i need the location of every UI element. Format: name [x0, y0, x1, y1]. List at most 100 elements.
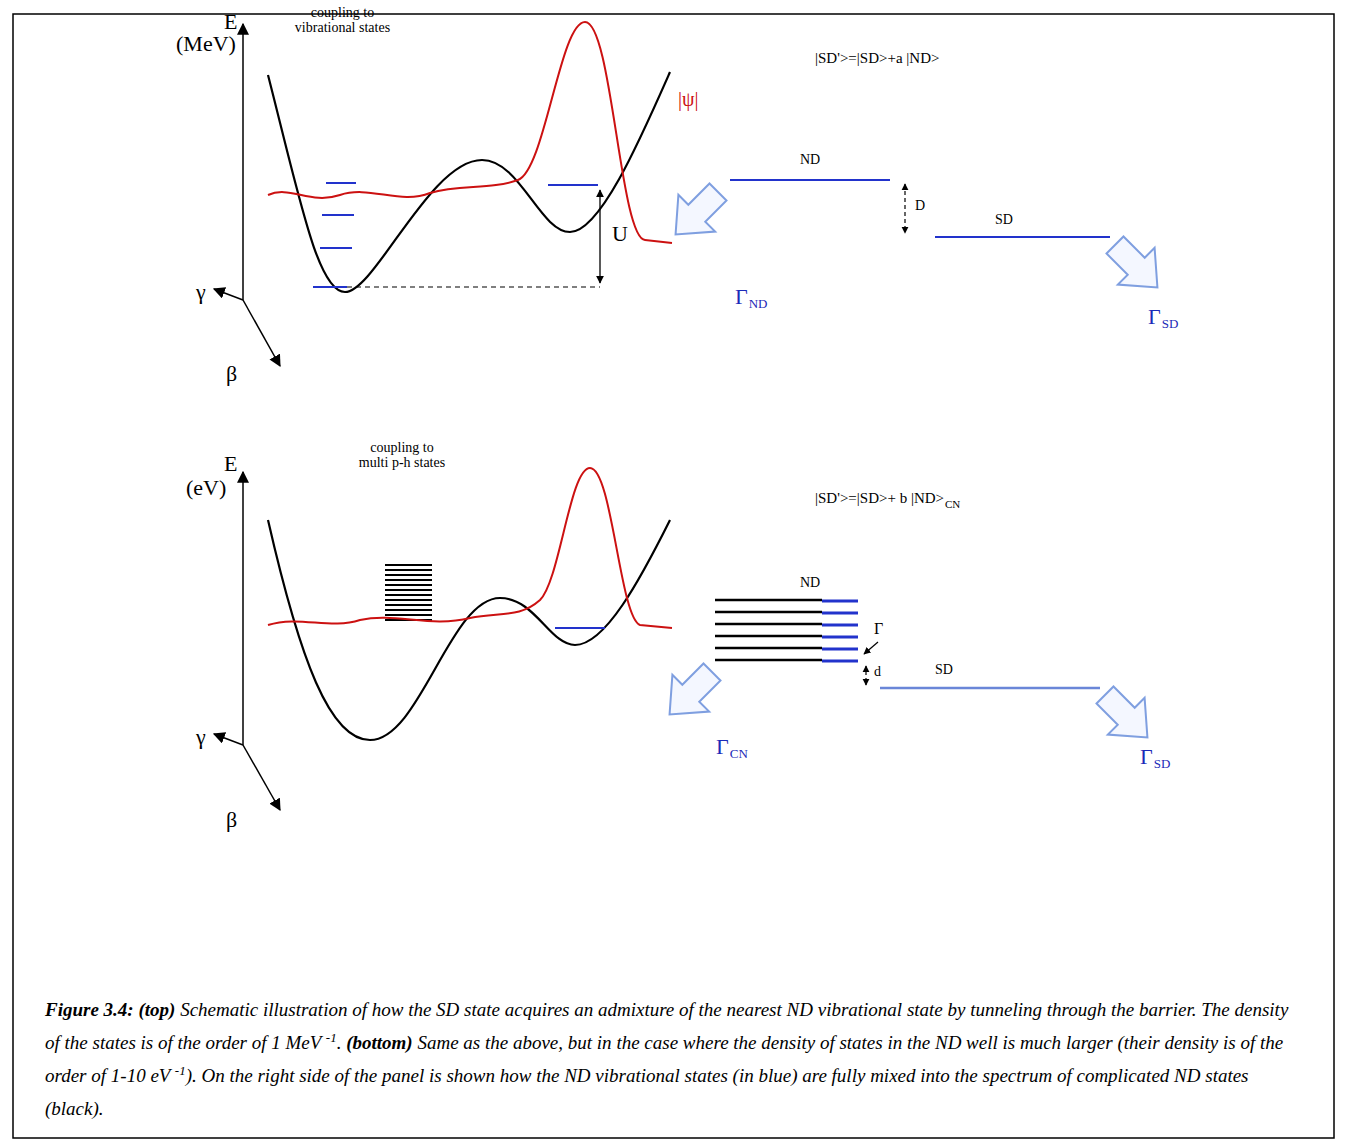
width-symbol: Γ — [1140, 745, 1153, 769]
caption-text: the — [485, 1032, 508, 1053]
caption-text: order — [205, 1032, 247, 1053]
caption-text: ND — [935, 1032, 961, 1053]
caption-space — [1113, 1032, 1118, 1053]
caption-text: complicated — [1076, 1065, 1169, 1086]
caption-text: is — [1003, 1032, 1016, 1053]
caption-text: blue) — [758, 1065, 797, 1086]
axis-label: β — [226, 808, 237, 832]
sd-level — [880, 687, 1100, 690]
caption-space — [592, 1032, 597, 1053]
caption-text: 1 — [271, 1032, 281, 1053]
caption-text: ND — [787, 999, 813, 1020]
caption-text: the — [955, 1065, 978, 1086]
caption-text: ND — [1174, 1065, 1200, 1086]
spacing-label: D — [915, 198, 925, 213]
caption-space — [678, 1032, 683, 1053]
caption-text: of — [820, 1032, 835, 1053]
caption-space — [247, 1032, 252, 1053]
caption-text: MeV — [286, 1032, 322, 1053]
figure-frame — [13, 14, 1334, 1138]
caption-text: an — [574, 999, 593, 1020]
level-label: ND — [800, 575, 820, 590]
caption-text: side — [299, 1065, 330, 1086]
caption-space — [797, 1065, 802, 1086]
caption-text: in — [597, 1032, 612, 1053]
level-scheme-top — [730, 180, 1110, 237]
caption-space — [916, 1065, 921, 1086]
caption-space — [563, 1032, 568, 1053]
caption-space — [1052, 1065, 1057, 1086]
caption-text: mixed — [870, 1065, 915, 1086]
caption-space — [1255, 1032, 1260, 1053]
caption-space — [431, 999, 436, 1020]
caption-text: order — [45, 1065, 87, 1086]
caption-text: by — [948, 999, 966, 1020]
width-subscript: ND — [749, 297, 768, 311]
axis-label: E — [224, 10, 237, 34]
spacing-arrow — [865, 666, 866, 685]
caption-text: Schematic — [180, 999, 258, 1020]
caption-text: . — [337, 1032, 342, 1053]
caption-text: the — [354, 1065, 377, 1086]
width-subscript: SD — [1154, 757, 1171, 771]
caption-text: where — [683, 1032, 729, 1053]
caption-text: the — [65, 1032, 88, 1053]
caption-space — [694, 999, 699, 1020]
caption-text: state — [464, 999, 500, 1020]
caption-text: panel — [382, 1065, 424, 1086]
caption-space — [1042, 999, 1047, 1020]
caption-text: the — [907, 1032, 930, 1053]
caption-exponent: -1 — [326, 1030, 337, 1045]
caption-text: Same — [417, 1032, 458, 1053]
caption-space — [106, 1065, 111, 1086]
caption-space — [728, 1065, 733, 1086]
caption-text: above, — [513, 1032, 563, 1053]
caption-space — [965, 999, 970, 1020]
width-subscript: CN — [730, 747, 748, 761]
caption-text: the — [616, 1032, 639, 1053]
caption-space — [258, 999, 263, 1020]
caption-space — [1236, 1032, 1241, 1053]
caption-space — [377, 1065, 382, 1086]
caption-space — [403, 999, 408, 1020]
caption-text: shown — [446, 1065, 495, 1086]
caption-space — [757, 1032, 762, 1053]
caption-space — [729, 1032, 734, 1053]
wavefunction-label: |ψ| — [678, 88, 699, 110]
caption-text: as — [463, 1032, 480, 1053]
caption-lead: (bottom) — [346, 1032, 413, 1053]
caption-space — [321, 1032, 326, 1053]
caption-text: is — [141, 1032, 154, 1053]
caption-space — [459, 999, 464, 1020]
caption-space — [87, 1065, 92, 1086]
caption-space — [197, 1065, 202, 1086]
caption-space — [978, 1065, 983, 1086]
axis-label: γ — [196, 725, 206, 749]
decay-arrow — [1087, 677, 1166, 756]
caption-space — [267, 1032, 272, 1053]
caption-space — [640, 1032, 645, 1053]
reference-line — [347, 286, 600, 287]
caption-space — [680, 1065, 685, 1086]
state-formula: |SD'>=|SD>+ b |ND> — [815, 490, 944, 507]
caption-text: but — [568, 1032, 592, 1053]
caption-text: is — [1223, 1032, 1236, 1053]
caption-space — [1015, 1032, 1020, 1053]
width-subscript: SD — [1162, 317, 1179, 331]
caption-space — [170, 1065, 175, 1086]
level-label: SD — [935, 662, 953, 677]
barrier-label: U — [612, 222, 628, 246]
caption-space — [225, 1065, 230, 1086]
decay-arrow — [1097, 227, 1176, 306]
caption-text: of — [158, 1032, 173, 1053]
caption-space — [1218, 1032, 1223, 1053]
caption-text: of — [1240, 1032, 1255, 1053]
caption-lead: 3.4: — [104, 999, 134, 1020]
caption-space — [1230, 999, 1235, 1020]
caption-space — [134, 999, 139, 1020]
caption-text: (black). — [45, 1098, 104, 1119]
width-symbol: Γ — [874, 620, 883, 638]
caption-lead: Figure — [45, 999, 99, 1020]
caption-space — [835, 1032, 840, 1053]
caption-text: of — [679, 999, 694, 1020]
